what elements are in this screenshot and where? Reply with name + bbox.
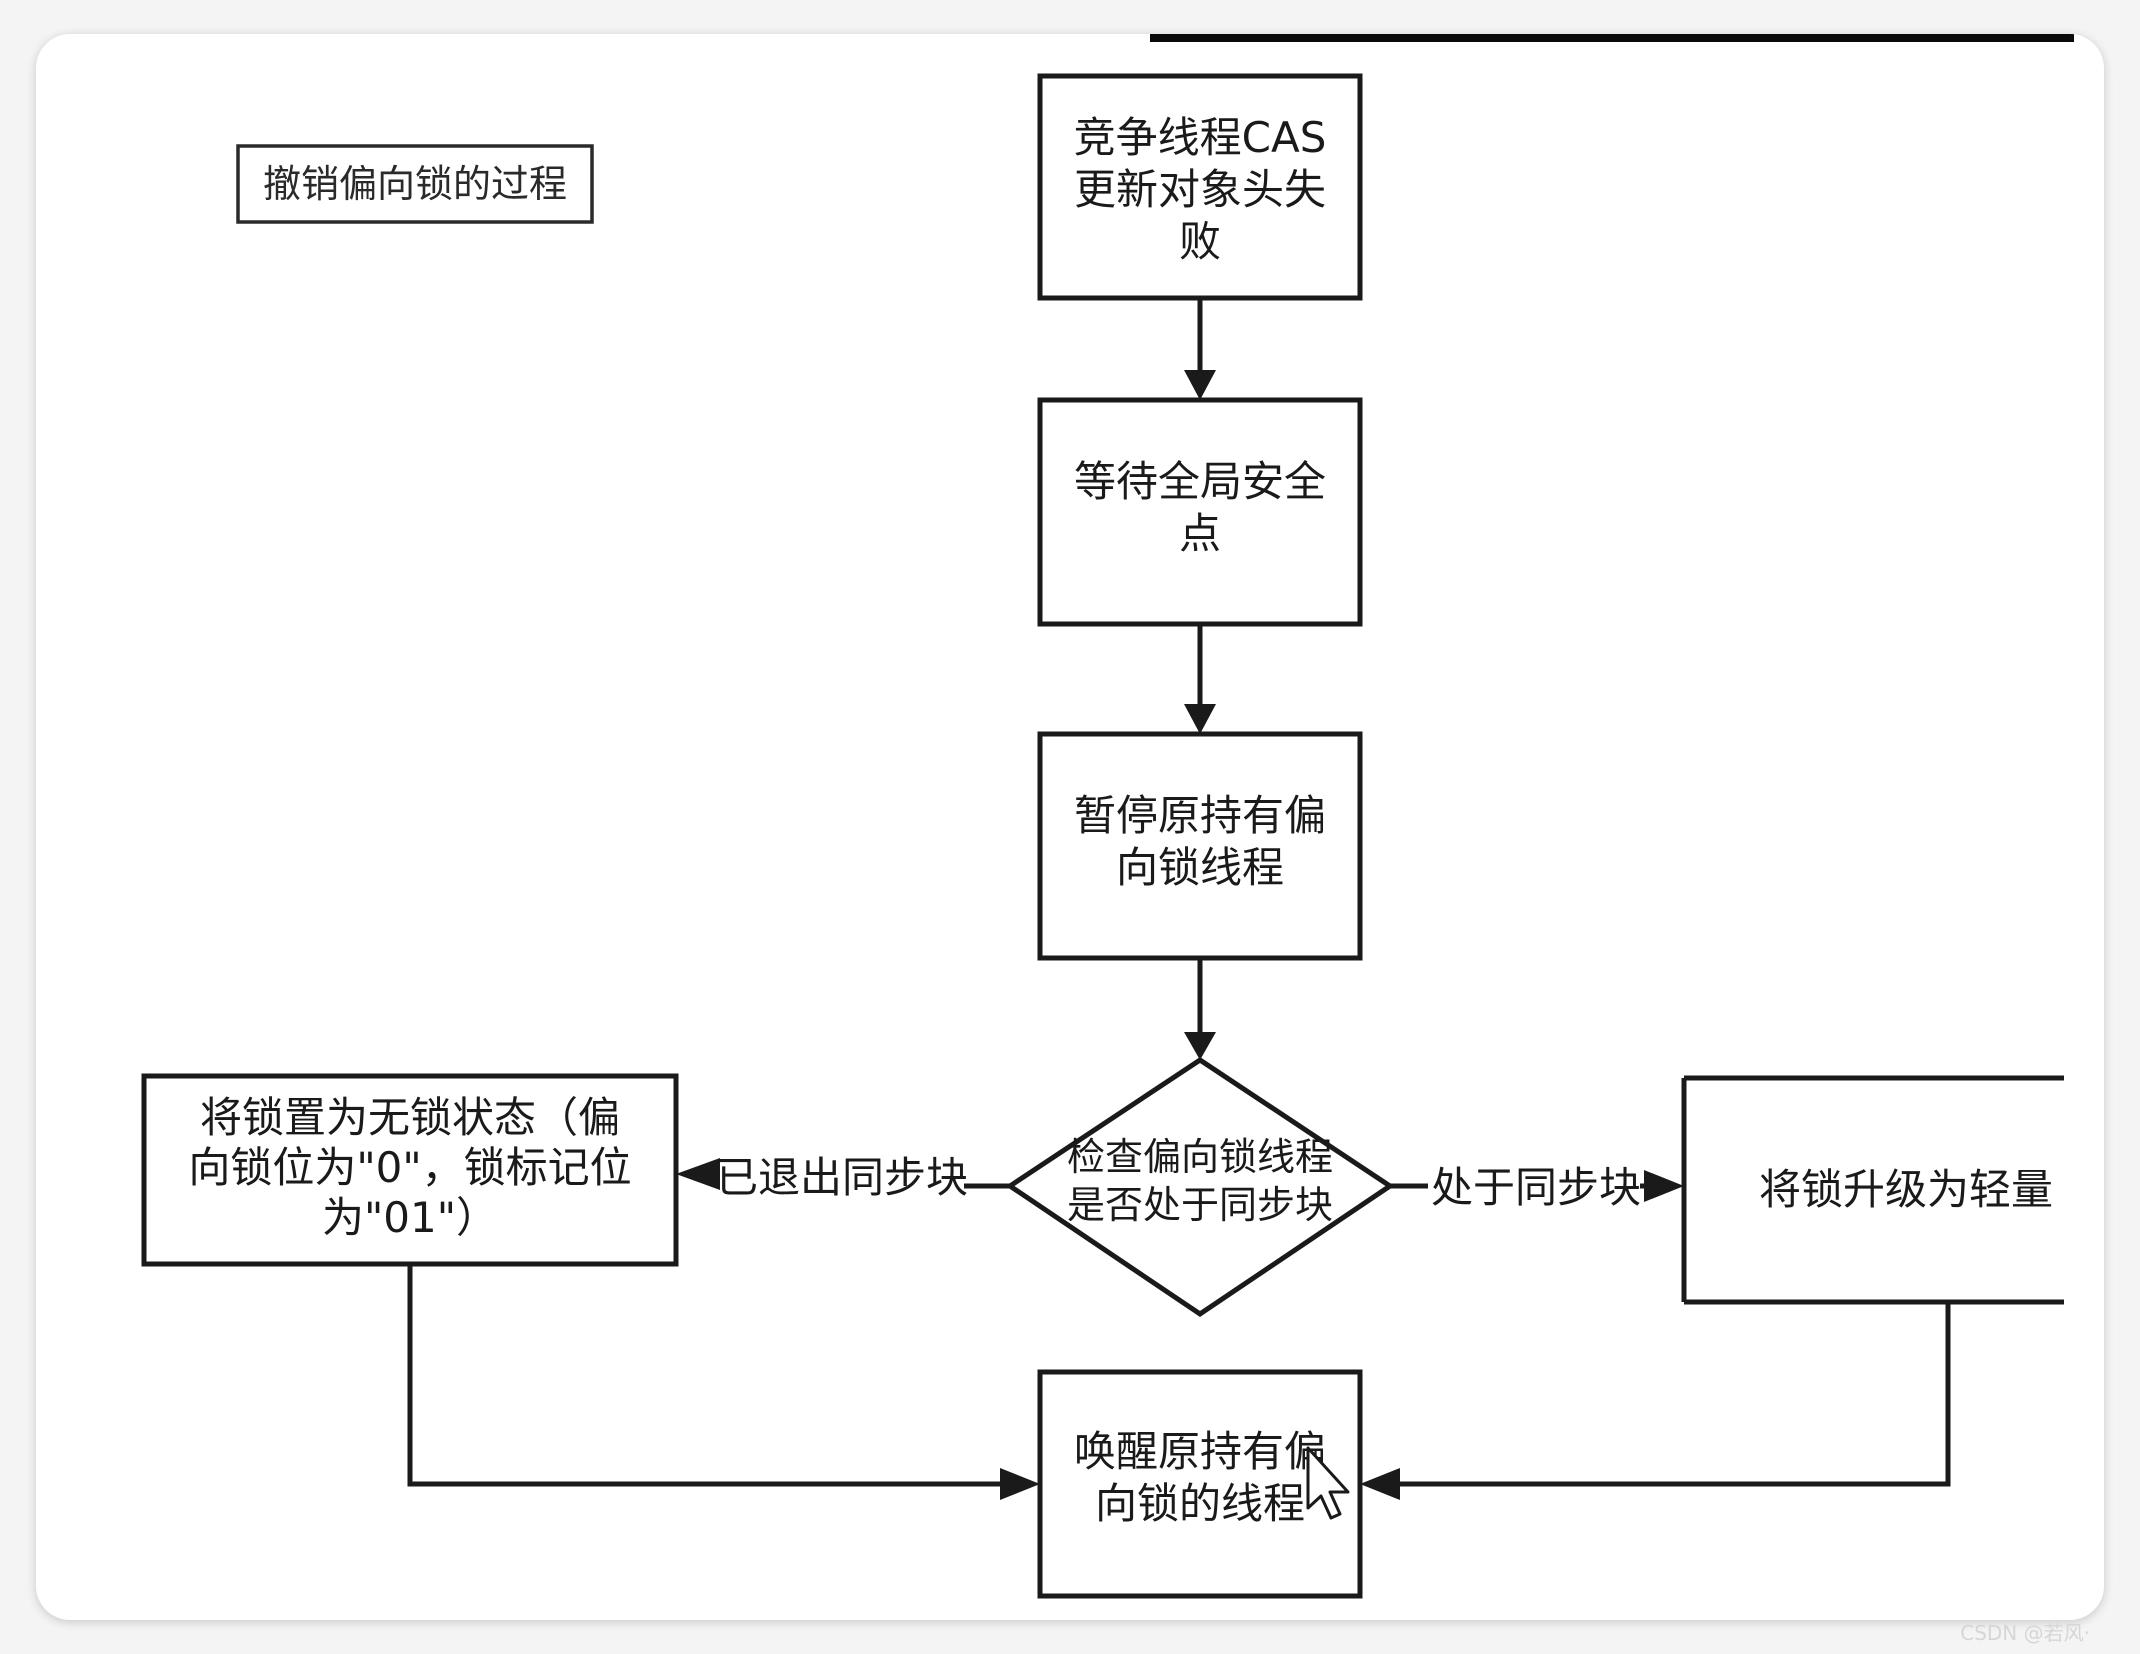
diagram-frame: 撤销偏向锁的过程 竞争线程CAS 更新对象头失 败 等待全局安全 点 [36,34,2104,1620]
node-wake-thread-line-2: 向锁的线程 [1095,1479,1305,1528]
node-suspend-thread-line-1: 暂停原持有偏 [1074,791,1326,840]
node-suspend-thread-line-2: 向锁线程 [1116,843,1284,892]
node-wake-thread-line-1: 唤醒原持有偏 [1074,1427,1326,1476]
edge-in-sync: 处于同步块 [1390,1163,1684,1212]
edge-exited-sync-label: 已退出同步块 [716,1153,968,1202]
node-check-sync-line-2: 是否处于同步块 [1067,1183,1333,1227]
flowchart: 撤销偏向锁的过程 竞争线程CAS 更新对象头失 败 等待全局安全 点 [141,34,2074,1599]
node-upgrade-light-line-1: 将锁升级为轻量 [1759,1165,2053,1214]
title-text: 撤销偏向锁的过程 [263,162,567,206]
node-cas-fail-line-1: 竞争线程CAS [1074,113,1327,162]
node-cas-fail-line-2: 更新对象头失 [1074,165,1326,214]
node-wait-safepoint-line-2: 点 [1179,509,1221,558]
edge-wait-to-suspend [1184,624,1216,734]
node-upgrade-light: 将锁升级为轻量 [1681,1075,2064,1305]
edge-in-sync-label: 处于同步块 [1431,1163,1641,1212]
node-cas-fail: 竞争线程CAS 更新对象头失 败 [1037,73,1363,301]
edge-unlocked-to-wake [407,1264,1040,1500]
node-set-unlocked-line-2: 向锁位为"0"，锁标记位 [188,1143,631,1192]
watermark-text: CSDN @若风· [1960,1621,2090,1645]
top-edge-bar [1150,34,2074,42]
node-set-unlocked-line-3: 为"01"） [322,1193,498,1242]
edge-cas-to-wait [1184,298,1216,400]
edge-upgrade-to-wake [1360,1302,1951,1500]
edge-exited-sync: 已退出同步块 [676,1153,1010,1202]
node-wait-safepoint: 等待全局安全 点 [1037,397,1363,627]
node-set-unlocked: 将锁置为无锁状态（偏 向锁位为"0"，锁标记位 为"01"） [141,1073,679,1267]
title-box: 撤销偏向锁的过程 [236,144,594,224]
node-wait-safepoint-line-1: 等待全局安全 [1074,457,1326,506]
edge-suspend-to-check [1184,958,1216,1060]
mouse-cursor-icon [1306,1446,1350,1520]
node-check-sync: 检查偏向锁线程 是否处于同步块 [1005,1057,1395,1318]
node-set-unlocked-line-1: 将锁置为无锁状态（偏 [200,1093,620,1142]
node-wake-thread: 唤醒原持有偏 向锁的线程 [1037,1369,1363,1599]
node-cas-fail-line-3: 败 [1179,217,1221,266]
node-suspend-thread: 暂停原持有偏 向锁线程 [1037,731,1363,961]
node-check-sync-line-1: 检查偏向锁线程 [1067,1135,1333,1179]
